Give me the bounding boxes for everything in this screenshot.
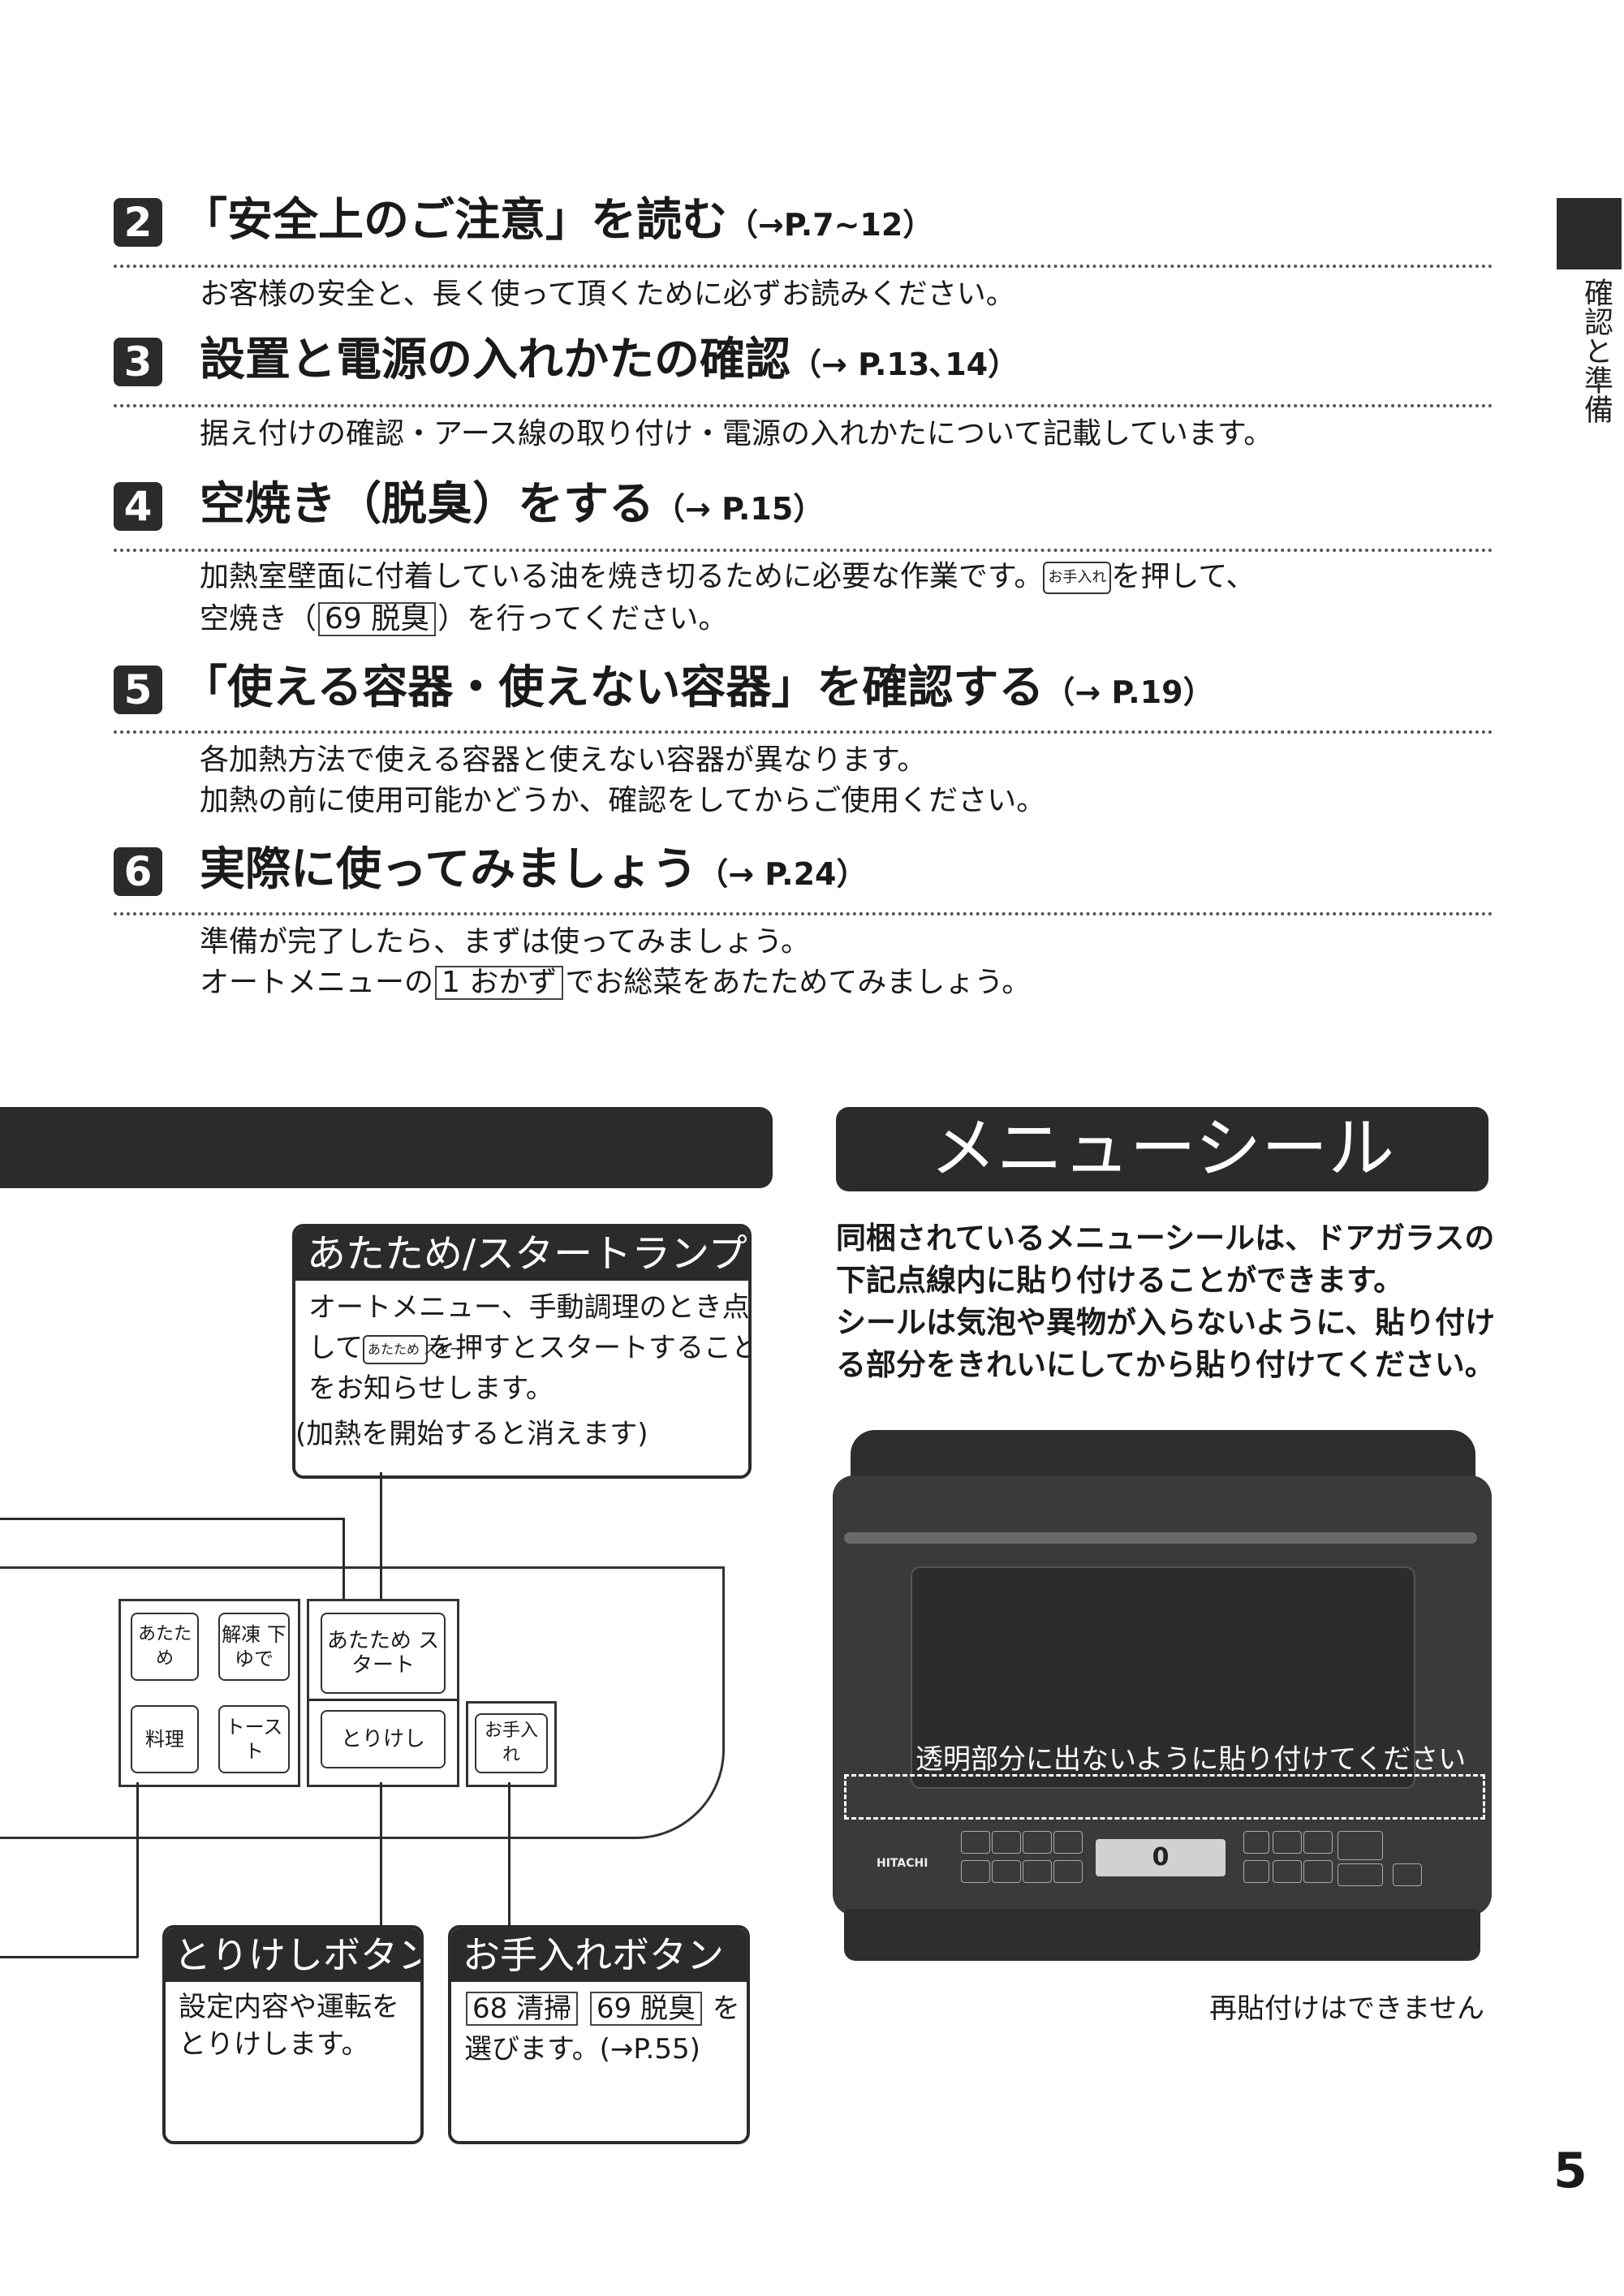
care-text-2: 選びます。(→P.55) bbox=[464, 2033, 700, 2066]
cancel-leader bbox=[380, 1782, 382, 1925]
deodorize-menu-box: 69 脱臭 bbox=[589, 1992, 702, 2026]
divider bbox=[309, 1699, 457, 1701]
microwave-base bbox=[844, 1909, 1480, 1961]
menu-number-box: 69 脱臭 bbox=[318, 602, 437, 636]
seal-area-dashed bbox=[844, 1774, 1485, 1820]
start-button[interactable]: あたため スタート bbox=[321, 1613, 446, 1694]
mw-button bbox=[1023, 1831, 1052, 1854]
divider bbox=[114, 912, 1493, 915]
leader-line bbox=[136, 1782, 139, 1958]
step-6-text-line-1: 準備が完了したら、まずは使ってみましょう。 bbox=[200, 925, 811, 958]
toast-button[interactable]: トースト bbox=[218, 1705, 290, 1773]
door-handle bbox=[844, 1532, 1477, 1544]
mw-button bbox=[961, 1860, 990, 1883]
microwave-control-strip: 0 bbox=[841, 1826, 1484, 1899]
divider bbox=[114, 404, 1493, 407]
clean-menu-box: 68 清掃 bbox=[466, 1992, 579, 2026]
menu-seal-desc-2: 下記点線内に貼り付けることができます。 bbox=[836, 1263, 1404, 1298]
care-callout: お手入れボタン 68 清掃 69 脱臭 を 選びます。(→P.55) bbox=[448, 1925, 750, 2144]
page-number: 5 bbox=[1553, 2143, 1587, 2199]
mw-button bbox=[1303, 1860, 1333, 1883]
cancel-button[interactable]: とりけし bbox=[321, 1710, 446, 1768]
care-button[interactable]: お手入れ bbox=[475, 1713, 548, 1773]
mw-button bbox=[1023, 1860, 1052, 1883]
mw-button bbox=[1273, 1831, 1302, 1854]
step-4-text-line-2: 空焼き（69 脱臭）を行ってください。 bbox=[200, 602, 728, 636]
step-6-title: 実際に使ってみましょう（→ P.24） bbox=[200, 843, 868, 896]
leader-line bbox=[0, 1956, 138, 1958]
section-header-bar bbox=[0, 1107, 773, 1188]
mw-display: 0 bbox=[1096, 1839, 1226, 1876]
warm-button[interactable]: あたため bbox=[131, 1613, 199, 1681]
divider bbox=[114, 549, 1493, 552]
start-lamp-callout: あたため/スタートランプ オートメニュー、手動調理のとき点滅 してあたため スタ… bbox=[292, 1224, 752, 1479]
menu-seal-header: メニューシール bbox=[836, 1107, 1488, 1191]
start-cancel-group: あたため スタート とりけし bbox=[307, 1599, 459, 1787]
side-tab-label: 確認と準備 bbox=[1579, 278, 1613, 424]
start-lamp-leader bbox=[380, 1472, 382, 1618]
step-2-badge: 2 bbox=[114, 198, 162, 247]
step-4-text-line-1: 加熱室壁面に付着している油を焼き切るために必要な作業です。お手入れを押して、 bbox=[200, 560, 1256, 594]
care-group: お手入れ bbox=[466, 1701, 557, 1787]
cancel-header: とりけしボタン bbox=[166, 1928, 420, 1982]
start-lamp-line-2: してあたため スタートを押すとスタートすること bbox=[308, 1332, 752, 1364]
care-header: お手入れボタン bbox=[451, 1928, 747, 1982]
cancel-text-1: 設定内容や運転を bbox=[179, 1991, 399, 2023]
start-lamp-note: (加熱を開始すると消えます) bbox=[295, 1418, 648, 1450]
cancel-text-2: とりけします。 bbox=[179, 2028, 369, 2061]
menu-seal-footer: 再貼付けはできません bbox=[1209, 1992, 1484, 2025]
mw-cancel-button bbox=[1338, 1863, 1383, 1886]
door-window bbox=[911, 1566, 1415, 1789]
divider bbox=[114, 265, 1493, 268]
step-2-title: 「安全上のご注意」を読む（→P.7~12） bbox=[182, 194, 934, 247]
mw-up-button bbox=[1243, 1831, 1269, 1854]
brand-logo: HITACHI bbox=[877, 1857, 928, 1870]
mw-button bbox=[992, 1860, 1021, 1883]
care-leader bbox=[508, 1782, 510, 1925]
step-6-badge: 6 bbox=[114, 847, 162, 896]
start-key-icon: あたため スタート bbox=[362, 1334, 476, 1364]
step-5-title: 「使える容器・使えない容器」を確認する（→ P.19） bbox=[182, 661, 1214, 714]
side-tab-marker bbox=[1557, 198, 1622, 269]
mw-down-button bbox=[1243, 1860, 1269, 1883]
step-4-badge: 4 bbox=[114, 482, 162, 531]
step-5-badge: 5 bbox=[114, 666, 162, 714]
leader-line bbox=[342, 1518, 345, 1599]
start-lamp-line-1: オートメニュー、手動調理のとき点滅 bbox=[308, 1291, 752, 1324]
cancel-callout: とりけしボタン 設定内容や運転を とりけします。 bbox=[162, 1925, 424, 2144]
mw-button bbox=[992, 1831, 1021, 1854]
step-3-text: 据え付けの確認・アース線の取り付け・電源の入れかたについて記載しています。 bbox=[200, 417, 1273, 450]
care-key-icon: お手入れ bbox=[1043, 562, 1112, 594]
step-3-title: 設置と電源の入れかたの確認（→ P.13､14） bbox=[200, 334, 1019, 386]
menu-seal-desc-4: る部分をきれいにしてから貼り付けてください。 bbox=[836, 1347, 1495, 1382]
step-3-badge: 3 bbox=[114, 338, 162, 386]
menu-number-box: 1 おかず bbox=[435, 966, 564, 1000]
mw-start-button bbox=[1338, 1831, 1383, 1860]
menu-button-group: あたため 解凍 下ゆで 料理 トースト bbox=[118, 1599, 300, 1787]
mw-button bbox=[1053, 1860, 1083, 1883]
start-lamp-header: あたため/スタートランプ bbox=[295, 1227, 748, 1281]
step-5-text-line-2: 加熱の前に使用可能かどうか、確認をしてからご使用ください。 bbox=[200, 784, 1046, 817]
start-lamp-line-3: をお知らせします。 bbox=[308, 1372, 554, 1405]
defrost-button[interactable]: 解凍 下ゆで bbox=[218, 1613, 290, 1681]
menu-seal-desc-3: シールは気泡や異物が入らないように、貼り付け bbox=[836, 1305, 1496, 1340]
window-label: 透明部分に出ないように貼り付けてください bbox=[915, 1743, 1467, 1776]
mw-button bbox=[1303, 1831, 1333, 1854]
mw-button bbox=[1053, 1831, 1083, 1854]
care-text-1: 68 清掃 69 脱臭 を bbox=[464, 1988, 740, 2029]
menu-seal-desc-1: 同梱されているメニューシールは、ドアガラスの bbox=[836, 1221, 1495, 1256]
cook-button[interactable]: 料理 bbox=[131, 1705, 199, 1773]
mw-button bbox=[961, 1831, 990, 1854]
step-2-text: お客様の安全と、長く使って頂くために必ずお読みください。 bbox=[200, 278, 1015, 311]
divider bbox=[114, 730, 1493, 734]
leader-line bbox=[0, 1518, 344, 1520]
step-4-title: 空焼き（脱臭）をする（→ P.15） bbox=[200, 478, 825, 531]
mw-button bbox=[1273, 1860, 1302, 1883]
mw-care-button bbox=[1393, 1863, 1422, 1886]
control-panel-outline bbox=[0, 1566, 725, 1839]
step-5-text-line-1: 各加熱方法で使える容器と使えない容器が異なります。 bbox=[200, 743, 927, 777]
